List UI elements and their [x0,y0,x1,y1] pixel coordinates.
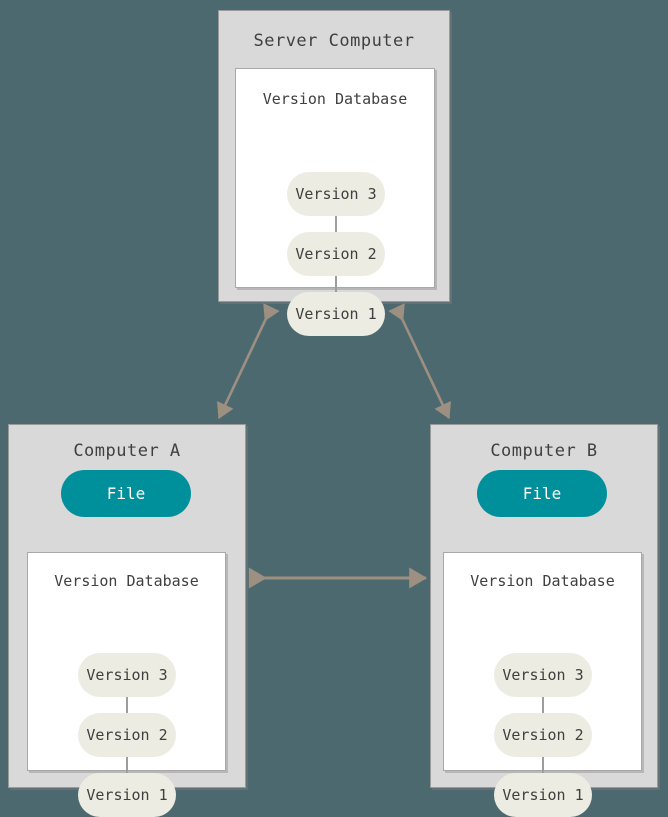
computer-b-version-pill-1[interactable]: Version 1 [494,773,592,817]
computer-a-version-pill-1[interactable]: Version 1 [78,773,176,817]
diagram-canvas: Server Computer Version Database Version… [8,10,658,817]
server-version-pill-1-label: Version 1 [295,305,377,323]
server-pill-connector-3-2 [335,216,337,232]
computer-b-file-label: File [522,484,562,503]
server-pill-connector-2-1 [335,276,337,292]
computer-b-pill-connector-3-2 [542,697,544,713]
server-computer-title: Server Computer [253,31,415,51]
computer-a-box[interactable]: Computer A File Version Database Version… [8,424,246,817]
computer-b-pill-connector-2-1 [542,757,544,773]
server-computer-box[interactable]: Server Computer Version Database Version… [218,10,450,336]
computer-a-pill-connector-2-1 [126,757,128,773]
arrow-server-to-computer-b [388,303,452,419]
computer-b-version-pill-1-label: Version 1 [502,786,584,804]
computer-b-file-pill[interactable]: File [477,470,607,517]
computer-b-version-pill-3-label: Version 3 [502,666,584,684]
server-version-database-title: Version Database [262,90,408,108]
computer-a-file-label: File [106,484,146,503]
computer-a-version-database-title: Version Database [54,572,199,590]
server-version-pill-1[interactable]: Version 1 [287,292,385,336]
computer-b-title: Computer B [490,441,598,461]
computer-a-version-pill-2-label: Version 2 [86,726,168,744]
computer-b-version-database-box[interactable]: Version Database Version 3 Version 2 Ver… [443,552,642,817]
computer-a-version-database-box[interactable]: Version Database Version 3 Version 2 Ver… [27,552,226,817]
computer-b-version-pill-2-label: Version 2 [502,726,584,744]
computer-a-pill-connector-3-2 [126,697,128,713]
server-version-pill-2[interactable]: Version 2 [287,232,385,276]
computer-b-version-pill-3[interactable]: Version 3 [494,653,592,697]
server-version-database-box[interactable]: Version Database Version 3 Version 2 Ver… [235,68,435,336]
server-version-pill-2-label: Version 2 [295,245,377,263]
computer-a-version-pill-3-label: Version 3 [86,666,168,684]
computer-a-title: Computer A [73,441,181,461]
computer-a-version-pill-3[interactable]: Version 3 [78,653,176,697]
computer-a-version-pill-1-label: Version 1 [86,786,168,804]
computer-b-version-pill-2[interactable]: Version 2 [494,713,592,757]
computer-b-version-database-title: Version Database [470,572,615,590]
computer-a-version-pill-2[interactable]: Version 2 [78,713,176,757]
arrow-server-to-computer-a [216,303,280,419]
computer-a-file-pill[interactable]: File [61,470,191,517]
server-version-pill-3[interactable]: Version 3 [287,172,385,216]
computer-b-box[interactable]: Computer B File Version Database Version… [430,424,658,817]
server-version-pill-3-label: Version 3 [295,185,377,203]
